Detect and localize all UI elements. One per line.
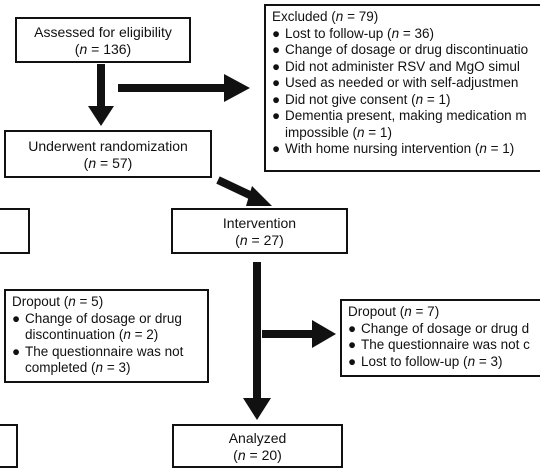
excluded-title: Excluded (n = 79) — [272, 9, 379, 24]
analyzed-label: Analyzed — [228, 430, 287, 446]
dropout-left-title: Dropout (n = 5) — [12, 294, 104, 309]
excluded-box: Excluded (n = 79) ●Lost to follow-up (n … — [264, 4, 540, 172]
analyzed-box: Analyzed (n = 20) — [172, 424, 343, 468]
excluded-item: ●Lost to follow-up (n = 36) — [272, 25, 434, 41]
arrow-assessed-to-randomization — [88, 64, 114, 126]
dropout-left-item: ●The questionnaire was not — [12, 343, 184, 359]
arrow-randomization-to-intervention — [216, 176, 272, 206]
dropout-right-item: ●The questionnaire was not c — [348, 337, 530, 352]
randomization-label: Underwent randomization — [28, 138, 188, 154]
arrow-to-excluded — [118, 74, 250, 102]
excluded-item: ●Did not administer RSV and MgO simul — [272, 58, 520, 74]
excluded-item: ●With home nursing intervention (n = 1) — [272, 141, 515, 156]
control-analyzed-box-partial — [0, 424, 18, 468]
assessed-count: (n = 136) — [74, 41, 132, 57]
randomization-count: (n = 57) — [83, 155, 133, 171]
dropout-right-title: Dropout (n = 7) — [348, 304, 440, 319]
dropout-right-item: ●Lost to follow-up (n = 3) — [348, 353, 503, 369]
dropout-right-box: Dropout (n = 7) ●Change of dosage or dru… — [340, 299, 540, 377]
excluded-item-continuation: impossible (n = 1) — [285, 124, 392, 140]
intervention-box: Intervention (n = 27) — [171, 208, 348, 254]
dropout-left-item-continuation: completed (n = 3) — [25, 360, 131, 375]
excluded-item: ●Change of dosage or drug discontinuatio — [272, 42, 529, 57]
dropout-right-item: ●Change of dosage or drug d — [348, 320, 530, 336]
intervention-label: Intervention — [222, 215, 297, 231]
excluded-item: ●Dementia present, making medication m — [272, 108, 527, 123]
arrow-to-dropout-right — [262, 320, 336, 348]
arrow-intervention-to-analyzed — [243, 262, 271, 420]
intervention-count: (n = 27) — [235, 232, 284, 248]
assessed-box: Assessed for eligibility (n = 136) — [15, 17, 191, 63]
control-box-partial — [0, 208, 30, 254]
randomization-box: Underwent randomization (n = 57) — [4, 130, 212, 178]
analyzed-count: (n = 20) — [233, 447, 282, 463]
assessed-label: Assessed for eligibility — [34, 24, 172, 40]
dropout-left-item-continuation: discontinuation (n = 2) — [25, 327, 159, 342]
dropout-left-item: ●Change of dosage or drug — [12, 310, 182, 326]
excluded-item: ●Did not give consent (n = 1) — [272, 91, 451, 107]
dropout-left-box: Dropout (n = 5) ●Change of dosage or dru… — [4, 289, 209, 383]
excluded-item: ●Used as needed or with self-adjustmen — [272, 75, 519, 90]
